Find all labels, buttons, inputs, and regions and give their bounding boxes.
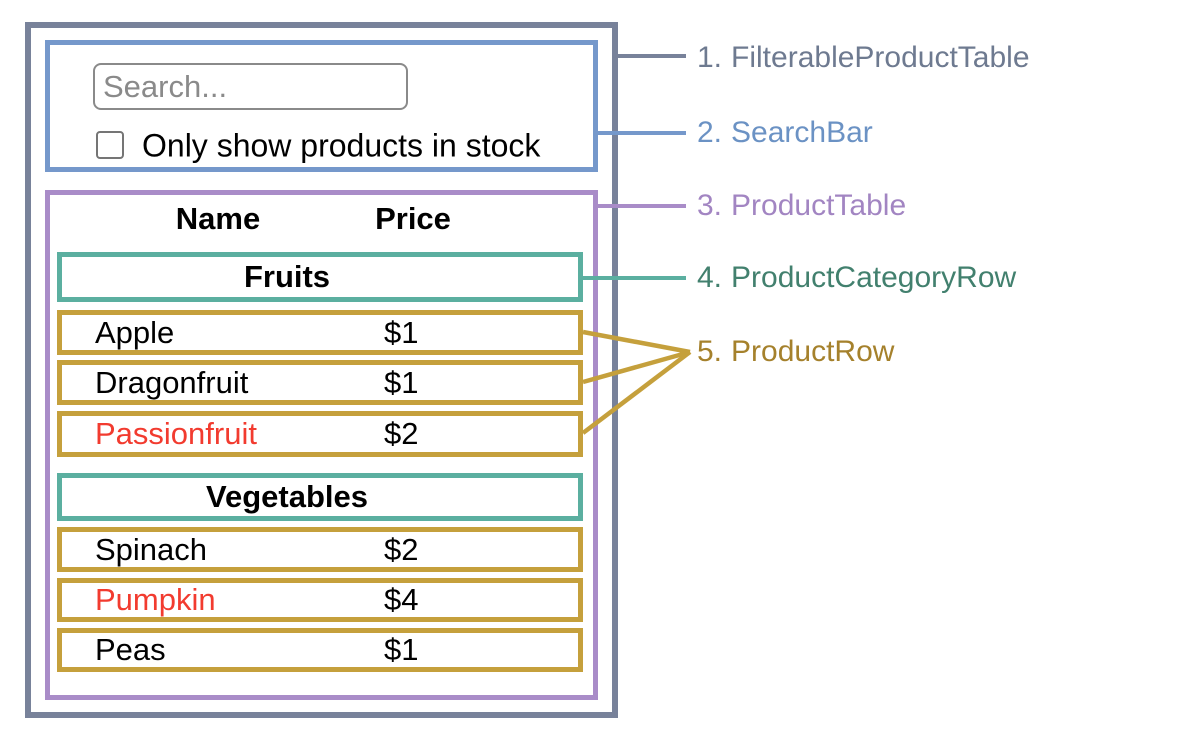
legend-label: FilterableProductTable [731, 41, 1030, 74]
product-price: $2 [384, 416, 419, 451]
column-header-price: Price [375, 201, 451, 236]
search-input[interactable] [93, 63, 408, 110]
connector-line-search-bar [594, 131, 686, 135]
product-row-apple: Apple $1 [57, 310, 583, 355]
category-label: Vegetables [206, 479, 368, 514]
category-label: Fruits [243, 259, 331, 294]
product-name-highlighted: Pumpkin [95, 582, 216, 617]
product-row-pumpkin: Pumpkin $4 [57, 578, 583, 622]
product-row-peas: Peas $1 [57, 628, 583, 672]
product-row-passionfruit: Passionfruit $2 [57, 411, 583, 457]
legend-number: 1. [697, 41, 723, 74]
legend-number: 5. [697, 335, 723, 368]
column-header-name: Name [175, 201, 261, 236]
in-stock-checkbox-label: Only show products in stock [142, 127, 541, 164]
legend-number: 2. [697, 116, 723, 149]
connector-line-product-category-row [578, 276, 686, 280]
product-name: Dragonfruit [95, 364, 249, 400]
legend-label: SearchBar [731, 116, 873, 149]
product-row-spinach: Spinach $2 [57, 527, 583, 572]
product-name-highlighted: Passionfruit [95, 416, 257, 451]
category-row-fruits: Fruits [57, 252, 583, 302]
legend-number: 3. [697, 189, 723, 222]
product-row-dragonfruit: Dragonfruit $1 [57, 360, 583, 405]
product-name: Apple [95, 314, 175, 350]
legend-filterable-product-table: 1.FilterableProductTable [697, 39, 1030, 77]
in-stock-checkbox[interactable] [96, 131, 124, 159]
connector-line-product-table [594, 204, 686, 208]
product-price: $1 [384, 632, 419, 667]
product-price: $1 [384, 364, 419, 400]
legend-product-row: 5.ProductRow [697, 333, 894, 371]
legend-number: 4. [697, 261, 723, 294]
product-price: $2 [384, 531, 419, 567]
legend-product-table: 3.ProductTable [697, 187, 906, 225]
legend-label: ProductTable [731, 189, 907, 222]
product-name: Peas [95, 632, 166, 667]
legend-product-category-row: 4.ProductCategoryRow [697, 259, 1016, 297]
product-name: Spinach [95, 531, 208, 567]
legend-label: ProductCategoryRow [731, 261, 1017, 294]
legend-label: ProductRow [731, 335, 895, 368]
product-price: $4 [384, 582, 419, 617]
product-price: $1 [384, 314, 419, 350]
legend-search-bar: 2.SearchBar [697, 114, 873, 152]
category-row-vegetables: Vegetables [57, 473, 583, 521]
connector-line-filterable-product-table [612, 54, 686, 58]
